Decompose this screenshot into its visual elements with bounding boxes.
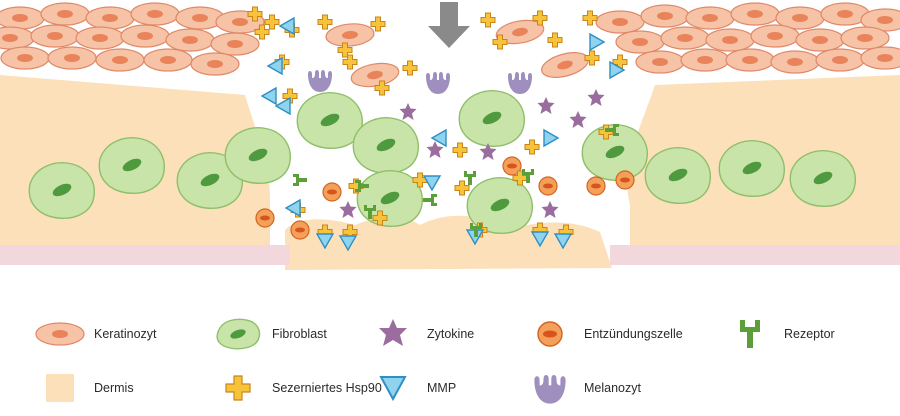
legend: Keratinozyt Fibroblast Zytokine Entzündu… <box>0 300 900 416</box>
wound-arrow <box>428 2 470 48</box>
inflammatory-cell-icon <box>537 321 563 347</box>
legend-item-melanocyte: Melanozyt <box>522 368 641 408</box>
dermis-icon <box>46 374 74 402</box>
legend-label: Melanozyt <box>584 381 641 395</box>
legend-label: Rezeptor <box>784 327 835 341</box>
legend-label: Zytokine <box>427 327 475 341</box>
legend-label: MMP <box>427 381 457 395</box>
membrane-right <box>610 245 900 265</box>
legend-label: Dermis <box>94 381 134 395</box>
legend-item-secreted-hsp90: Sezerniertes Hsp90 <box>210 368 382 408</box>
legend-item-cytokine: Zytokine <box>365 314 474 354</box>
keratinocyte-layer-right <box>595 2 900 74</box>
keratinocyte-icon <box>35 322 85 346</box>
legend-item-keratinocyte: Keratinozyt <box>32 314 157 354</box>
hsp90-icon <box>225 375 251 401</box>
receptor-icon <box>740 320 760 348</box>
legend-label: Keratinozyt <box>94 327 157 341</box>
legend-item-fibroblast: Fibroblast <box>210 314 327 354</box>
legend-item-receptor: Rezeptor <box>722 314 835 354</box>
keratinocyte-layer-left <box>0 2 265 76</box>
melanocyte-icon <box>534 375 566 404</box>
wound-healing-illustration <box>0 2 900 270</box>
membrane-left <box>0 245 290 265</box>
melanocytes <box>308 70 532 94</box>
legend-label: Fibroblast <box>272 327 327 341</box>
legend-label: Sezerniertes Hsp90 <box>272 381 382 395</box>
fibroblast-icon <box>216 318 261 350</box>
dermis-bottom <box>285 215 612 270</box>
legend-item-mmp: MMP <box>365 368 456 408</box>
legend-item-inflammatory-cell: Entzündungszelle <box>522 314 683 354</box>
legend-item-dermis: Dermis <box>32 368 134 408</box>
cytokine-icon <box>379 319 407 346</box>
legend-label: Entzündungszelle <box>584 327 683 341</box>
mmp-icon <box>379 376 407 402</box>
